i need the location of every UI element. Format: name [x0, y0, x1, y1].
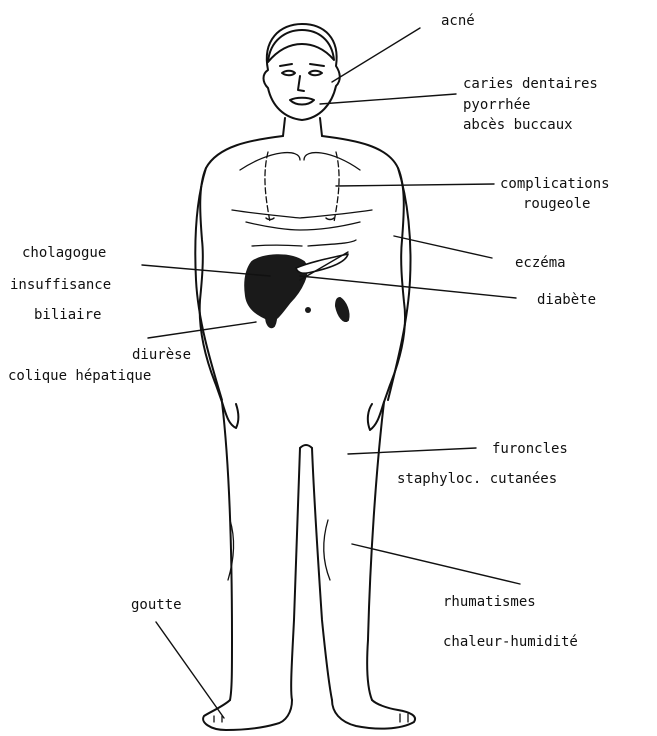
label-colique: colique hépatique: [8, 368, 151, 384]
abdomen-organs: [245, 254, 348, 327]
label-cholagogue: cholagogue: [22, 245, 106, 261]
leader-caries: [320, 94, 456, 104]
leader-eczema: [394, 236, 492, 258]
label-eczema: eczéma: [515, 255, 566, 271]
label-goutte: goutte: [131, 597, 182, 613]
label-rhumatismes: rhumatismes: [443, 594, 536, 610]
label-insuffisance: insuffisance: [10, 277, 111, 293]
label-diurese: diurèse: [132, 347, 191, 363]
head: [264, 24, 340, 120]
leader-complications: [336, 184, 494, 186]
leader-rhumatismes: [352, 544, 520, 584]
navel: [305, 307, 311, 313]
feet: [203, 700, 415, 730]
label-diabete: diabète: [537, 292, 596, 308]
label-rougeole: rougeole: [523, 196, 590, 212]
leader-acne: [332, 28, 420, 82]
label-furoncles: furoncles: [492, 441, 568, 457]
gallbladder: [266, 304, 276, 327]
label-abces: abcès buccaux: [463, 117, 573, 133]
arms: [195, 168, 410, 430]
label-biliaire: biliaire: [34, 307, 101, 323]
label-chaleur: chaleur-humidité: [443, 634, 578, 650]
label-staphyloc: staphyloc. cutanées: [397, 471, 557, 487]
label-complications: complications: [500, 176, 610, 192]
kidney: [336, 298, 349, 321]
leader-goutte: [156, 622, 224, 718]
leader-furoncles: [348, 448, 476, 454]
label-acne: acné: [441, 13, 475, 29]
legs: [222, 402, 384, 700]
label-pyorrhee: pyorrhée: [463, 97, 530, 113]
label-caries: caries dentaires: [463, 76, 598, 92]
